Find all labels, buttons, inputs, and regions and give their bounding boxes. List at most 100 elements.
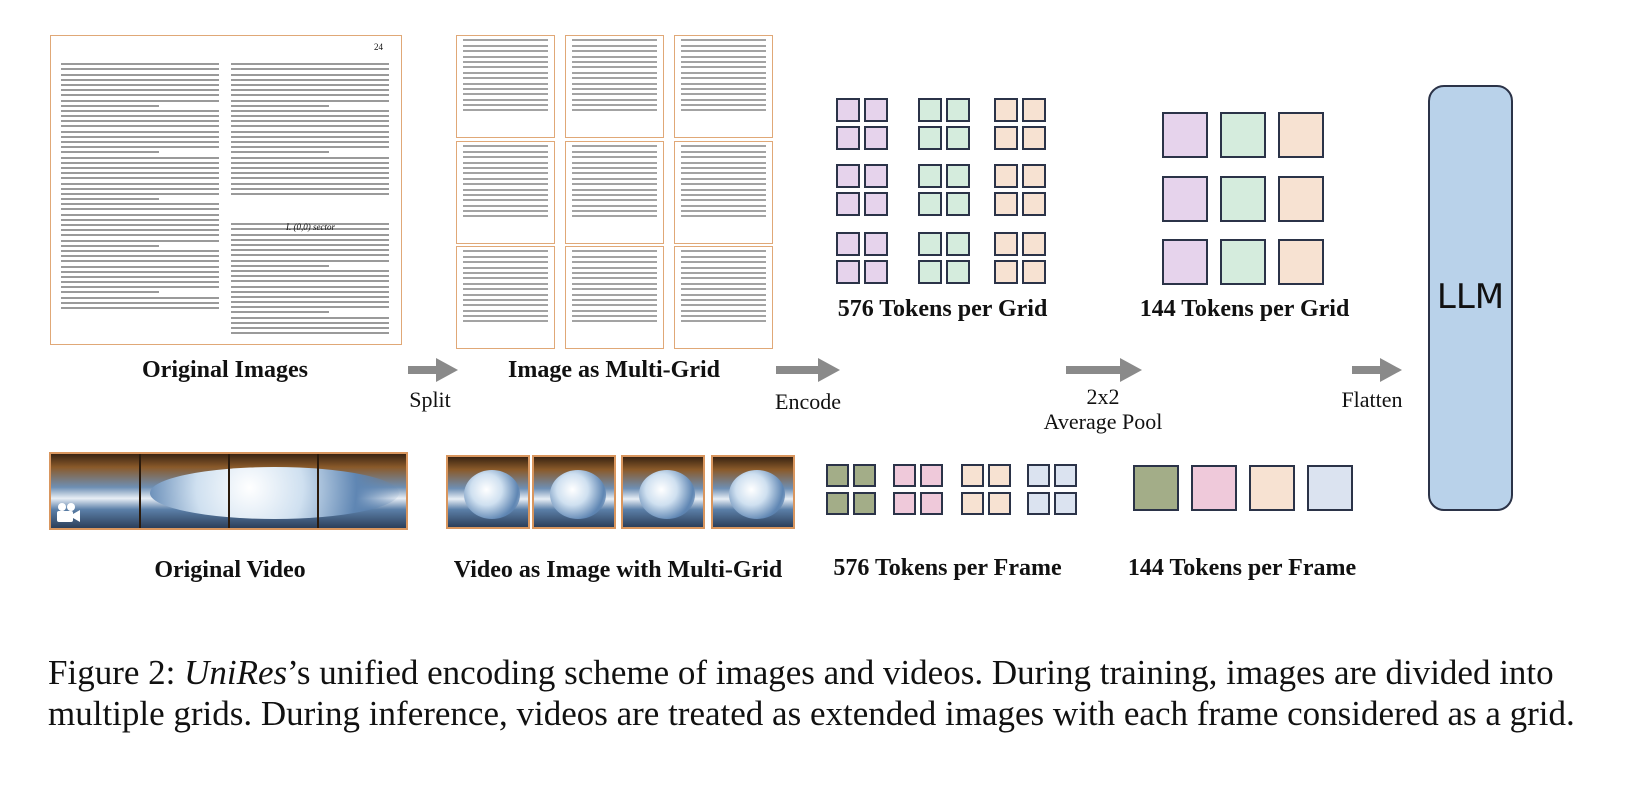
token-square xyxy=(864,260,888,284)
split-arrow xyxy=(408,358,458,382)
text-line xyxy=(572,293,657,296)
text-line xyxy=(572,82,657,85)
video-frame xyxy=(532,455,616,529)
text-line xyxy=(681,266,766,269)
text-line xyxy=(463,204,548,207)
text-line xyxy=(463,188,548,191)
token-square xyxy=(1162,239,1208,285)
token-square xyxy=(1022,192,1046,216)
token-square xyxy=(994,126,1018,150)
text-line xyxy=(463,71,548,74)
token-square xyxy=(946,192,970,216)
label-144-tokens-frame: 144 Tokens per Frame xyxy=(1127,555,1357,581)
token-square xyxy=(918,192,942,216)
text-line xyxy=(231,254,389,257)
text-line xyxy=(61,104,159,107)
text-line xyxy=(231,177,389,180)
page-text-left-column xyxy=(61,60,219,312)
text-line xyxy=(231,269,389,272)
text-line xyxy=(572,266,657,269)
text-line xyxy=(681,293,766,296)
token-square xyxy=(836,232,860,256)
token-square xyxy=(988,492,1011,515)
multigrid-tile xyxy=(456,246,555,349)
text-line xyxy=(61,115,219,118)
text-line xyxy=(681,55,766,58)
text-line xyxy=(681,298,766,301)
label-original-video: Original Video xyxy=(154,557,306,583)
text-line xyxy=(463,60,548,63)
token-square xyxy=(893,492,916,515)
text-line xyxy=(463,255,548,258)
text-line xyxy=(681,50,766,53)
multigrid-tile xyxy=(456,35,555,138)
figure-caption: Figure 2: UniRes’s unified encoding sche… xyxy=(48,652,1608,734)
text-line xyxy=(572,193,657,196)
text-line xyxy=(61,141,219,143)
text-line xyxy=(463,193,548,196)
encode-arrow xyxy=(776,358,840,382)
text-line xyxy=(61,177,219,180)
text-line xyxy=(231,166,389,169)
llm-label: LLM xyxy=(1436,277,1505,317)
text-line xyxy=(572,188,657,191)
page-text-columns xyxy=(61,48,391,336)
text-line xyxy=(463,87,548,90)
text-line xyxy=(231,264,329,267)
text-line xyxy=(572,304,657,307)
text-line xyxy=(231,244,389,246)
text-line xyxy=(681,104,766,107)
text-line xyxy=(61,68,219,71)
multigrid-tile xyxy=(674,35,773,138)
text-line xyxy=(681,44,766,47)
text-line xyxy=(61,161,219,164)
token-square xyxy=(946,164,970,188)
text-line xyxy=(61,130,219,133)
text-line xyxy=(61,265,219,268)
token-square xyxy=(1027,464,1050,487)
text-line xyxy=(231,238,389,241)
text-line xyxy=(572,50,657,53)
token-square xyxy=(994,232,1018,256)
text-line xyxy=(572,98,657,101)
text-line xyxy=(231,120,389,123)
token-square xyxy=(946,260,970,284)
text-line xyxy=(463,183,548,186)
multigrid-tile xyxy=(565,35,664,138)
page-text-right-column xyxy=(231,60,389,337)
text-line xyxy=(61,234,219,237)
text-line xyxy=(61,244,159,247)
text-line xyxy=(572,215,657,218)
text-line xyxy=(572,320,657,323)
text-line xyxy=(681,93,766,96)
text-line xyxy=(231,94,389,97)
multigrid-tile xyxy=(456,141,555,244)
text-line xyxy=(572,44,657,47)
text-line xyxy=(572,39,657,42)
text-line xyxy=(681,315,766,318)
text-line xyxy=(572,298,657,301)
video-frame xyxy=(446,455,530,529)
token-square xyxy=(1220,176,1266,222)
text-line xyxy=(572,277,657,280)
text-line xyxy=(681,255,766,258)
video-camera-icon xyxy=(57,503,80,522)
text-line xyxy=(572,166,657,169)
text-line xyxy=(61,135,219,138)
text-line xyxy=(463,288,548,291)
text-line xyxy=(231,332,389,335)
token-square xyxy=(1133,465,1179,511)
text-line xyxy=(61,260,219,263)
text-line xyxy=(231,146,389,149)
text-line xyxy=(61,198,159,201)
text-line xyxy=(231,280,389,283)
token-square xyxy=(961,464,984,487)
label-576-tokens-grid: 576 Tokens per Grid xyxy=(837,296,1048,322)
token-square xyxy=(994,260,1018,284)
text-line xyxy=(463,261,548,264)
token-square xyxy=(864,164,888,188)
text-line xyxy=(463,304,548,307)
text-line xyxy=(61,307,219,309)
text-line xyxy=(463,66,548,69)
token-square xyxy=(920,492,943,515)
